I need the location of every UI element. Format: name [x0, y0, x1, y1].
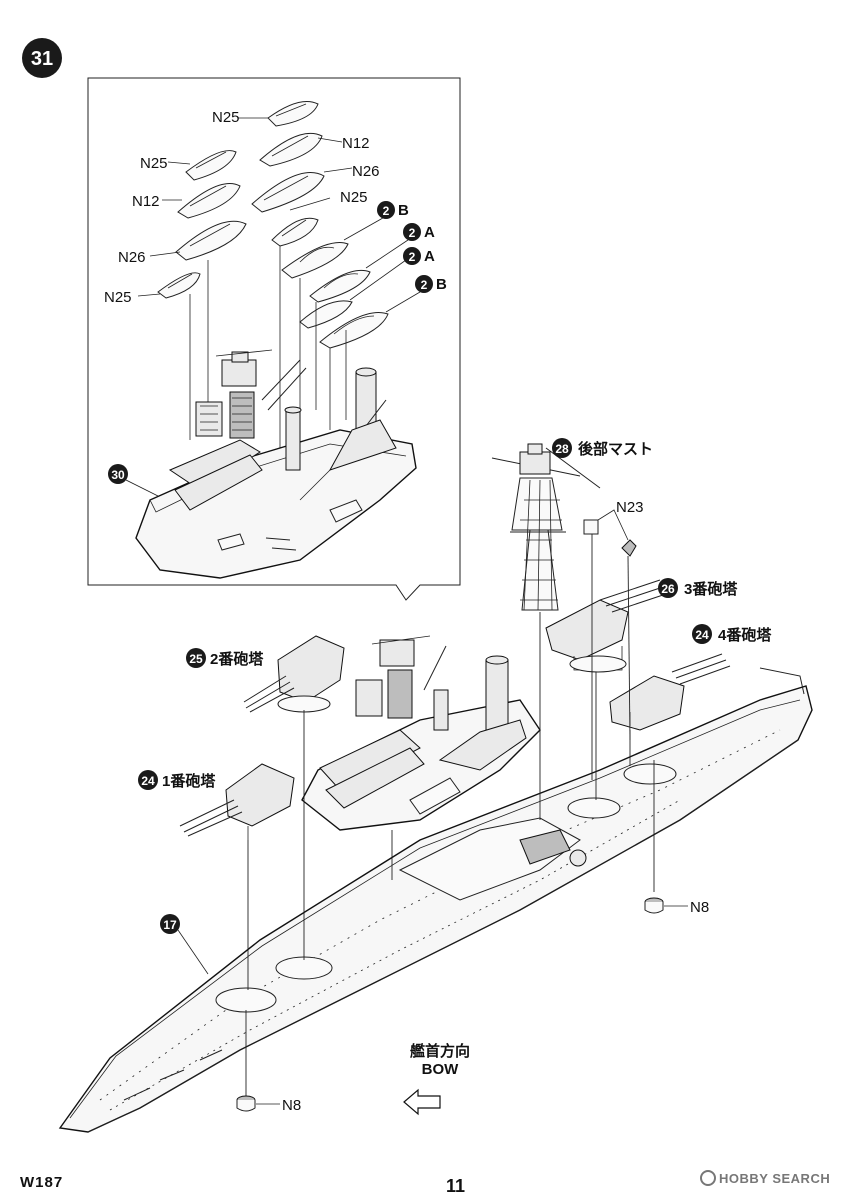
- drop-line-n23b: [627, 555, 631, 741]
- svg-text:N23: N23: [616, 499, 644, 516]
- boat-stack: [137, 101, 421, 530]
- ref-2b-1: 2 B: [377, 201, 409, 219]
- step-number: 31: [31, 48, 53, 70]
- ref-2a-2: 2 A: [403, 247, 435, 265]
- main-hull: [58, 667, 813, 1133]
- turret-4: [609, 653, 731, 731]
- svg-text:26: 26: [661, 582, 675, 596]
- part-n8-bow: N8: [236, 1095, 301, 1114]
- svg-text:A: A: [424, 224, 435, 241]
- svg-text:24: 24: [695, 628, 709, 642]
- turret-3: [545, 579, 673, 673]
- launch-2a-1: [309, 269, 371, 303]
- label-n12-2: N12: [132, 193, 160, 210]
- label-n26-2: N26: [118, 249, 146, 266]
- boat-n25-left: [185, 150, 237, 181]
- ref-2b-2: 2 B: [415, 275, 447, 293]
- svg-text:25: 25: [189, 652, 203, 666]
- svg-text:A: A: [424, 248, 435, 265]
- ref-24-1: 24 1番砲塔: [138, 770, 216, 790]
- svg-text:2: 2: [409, 226, 416, 240]
- ref-17: 17: [160, 914, 209, 975]
- boat-n26-left: [175, 220, 247, 261]
- ref-24-4: 24 4番砲塔: [692, 624, 772, 644]
- direction-jp: 艦首方向: [410, 1042, 470, 1060]
- svg-text:2: 2: [421, 278, 428, 292]
- watermark-icon: [700, 1170, 716, 1186]
- launch-2b-bottom: [319, 312, 389, 349]
- inset-frame: [87, 77, 461, 601]
- launch-2a-2: [299, 300, 353, 329]
- label-n25-4: N25: [104, 289, 132, 306]
- label-n26-1: N26: [352, 163, 380, 180]
- main-superstructure: [301, 635, 541, 831]
- svg-text:B: B: [398, 202, 409, 219]
- svg-text:2番砲塔: 2番砲塔: [210, 650, 264, 668]
- label-n25-1: N25: [212, 109, 240, 126]
- ref-25: 25 2番砲塔: [186, 648, 264, 668]
- svg-text:4番砲塔: 4番砲塔: [718, 626, 772, 644]
- label-n25-2: N25: [140, 155, 168, 172]
- inset-superstructure: [135, 349, 417, 579]
- boat-n25-bottom: [157, 272, 201, 299]
- svg-text:24: 24: [141, 774, 155, 788]
- part-n8-stern: N8: [644, 897, 709, 916]
- boat-n12-left: [177, 182, 241, 219]
- svg-text:2: 2: [383, 204, 390, 218]
- boat-n25-mid: [271, 217, 319, 247]
- bow-arrow-icon: [403, 1088, 441, 1116]
- svg-text:3番砲塔: 3番砲塔: [684, 580, 738, 598]
- ref-2a-1: 2 A: [403, 223, 435, 241]
- watermark: HOBBY SEARCH: [700, 1170, 830, 1186]
- svg-text:28: 28: [555, 442, 569, 456]
- svg-text:2: 2: [409, 250, 416, 264]
- page-number: 11: [446, 1176, 466, 1196]
- turret-1: [179, 763, 295, 840]
- svg-text:N8: N8: [690, 899, 709, 916]
- ref-26: 26 3番砲塔: [658, 578, 738, 598]
- ref-30: 30: [108, 464, 159, 497]
- rear-mast: [491, 443, 601, 611]
- label-n12-1: N12: [342, 135, 370, 152]
- svg-text:N8: N8: [282, 1097, 301, 1114]
- bow-direction: 艦首方向 BOW: [403, 1042, 470, 1116]
- turret-2: [243, 635, 345, 713]
- svg-text:17: 17: [163, 918, 177, 932]
- label-n25-3: N25: [340, 189, 368, 206]
- svg-text:30: 30: [111, 468, 125, 482]
- boat-n26-right: [251, 172, 325, 213]
- boat-n25-top: [267, 101, 319, 127]
- boat-n12-right: [259, 132, 323, 167]
- launch-2b-top: [281, 242, 349, 279]
- ref-28: 28 後部マスト: [552, 438, 653, 458]
- direction-en: BOW: [422, 1061, 460, 1078]
- svg-text:後部マスト: 後部マスト: [577, 440, 653, 458]
- svg-text:1番砲塔: 1番砲塔: [162, 772, 216, 790]
- step-badge: 31: [22, 38, 62, 78]
- footer-code: W187: [20, 1174, 64, 1191]
- part-n23: N23: [583, 499, 644, 557]
- svg-text:B: B: [436, 276, 447, 293]
